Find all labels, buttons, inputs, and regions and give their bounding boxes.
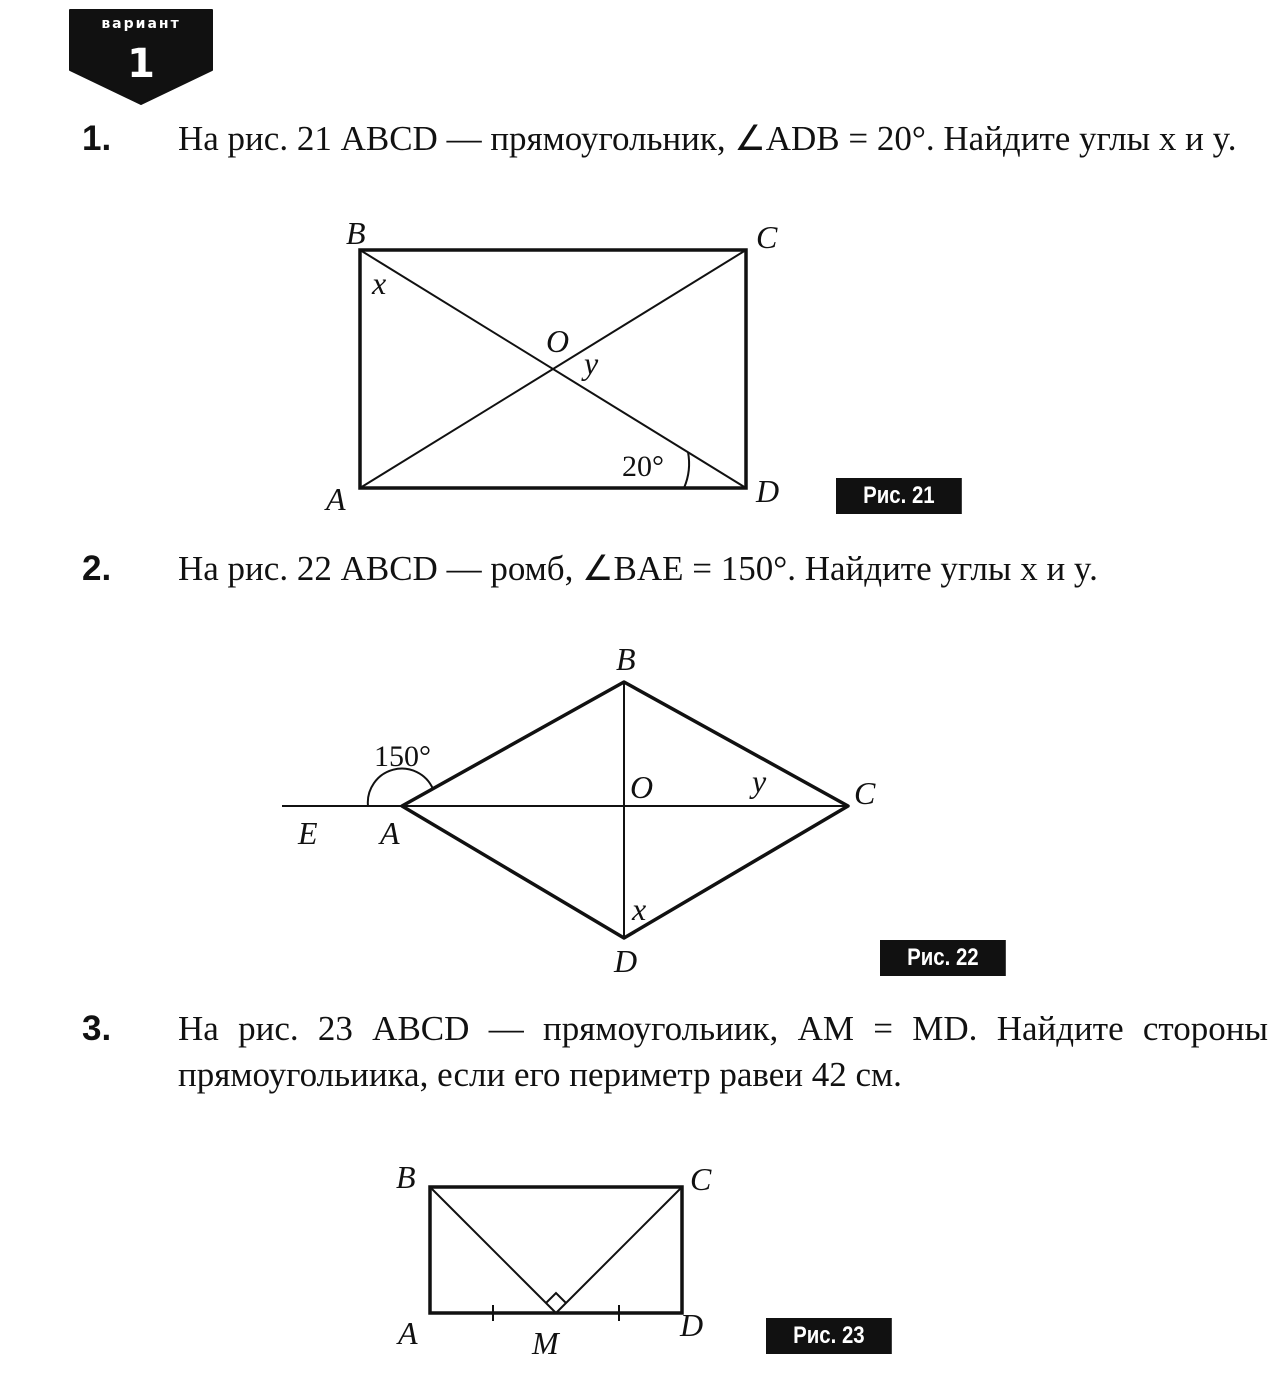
fig21-label-o: O <box>546 323 569 359</box>
problem-1-text: На рис. 21 ABCD — прямоугольник, ∠ADB = … <box>178 119 1237 158</box>
fig23-label-a: A <box>396 1315 418 1351</box>
figure-22 <box>282 680 850 940</box>
badge-number: 1 <box>127 41 155 87</box>
fig21-label-x: x <box>371 265 386 301</box>
fig22-angle-value: 150° <box>374 740 431 773</box>
fig23-segment-bm <box>429 1186 557 1314</box>
fig23-label-c: C <box>690 1161 712 1197</box>
fig23-label-d: D <box>679 1307 703 1343</box>
fig23-label-m: M <box>531 1325 561 1361</box>
fig22-label-a: A <box>378 815 400 851</box>
problem-3: 3. На рис. 23 ABCD — прямоугольиик, AM = … <box>82 1006 1268 1098</box>
fig22-label-b: B <box>616 641 636 677</box>
figure-23 <box>428 1185 684 1321</box>
variant-badge: вариант 1 <box>66 6 216 106</box>
fig21-angle-value: 20° <box>622 450 664 483</box>
figure-21-label: Рис. 21 <box>836 478 962 514</box>
fig21-diagonal-bd <box>359 249 747 489</box>
fig21-label-d: D <box>755 473 779 509</box>
problem-2-text: На рис. 22 ABCD — ромб, ∠BAE = 150°. Най… <box>178 549 1098 588</box>
fig21-label-y: y <box>581 345 599 381</box>
problem-1-number: 1. <box>82 119 112 158</box>
fig23-segment-cm <box>555 1186 683 1314</box>
fig22-angle-arc <box>366 767 434 807</box>
fig23-rectangle <box>428 1185 684 1315</box>
fig21-rectangle <box>358 248 748 490</box>
fig22-label-c: C <box>854 775 876 811</box>
fig22-label-d: D <box>613 943 637 979</box>
fig23-right-angle-mark <box>545 1291 567 1304</box>
fig21-label-a: A <box>324 481 346 517</box>
badge-shape <box>69 9 213 105</box>
fig21-angle-arc <box>683 451 691 489</box>
fig22-rhombus <box>400 680 850 940</box>
problem-3-text: На рис. 23 ABCD — прямоугольиик, AM = MD… <box>178 1009 1268 1094</box>
fig22-label-x: x <box>631 891 646 927</box>
fig21-label-c: C <box>756 219 778 255</box>
fig22-label-y: y <box>749 763 767 799</box>
fig22-label-e: E <box>297 815 318 851</box>
badge-word: вариант <box>101 16 181 32</box>
fig23-label-b: B <box>396 1159 416 1195</box>
fig21-label-b: B <box>346 215 366 251</box>
figure-23-label: Рис. 23 <box>766 1318 892 1354</box>
fig22-label-o: O <box>630 769 653 805</box>
problem-2-number: 2. <box>82 549 112 588</box>
problem-1: 1. На рис. 21 ABCD — прямоугольник, ∠ADB … <box>82 116 1268 162</box>
problem-3-number: 3. <box>82 1009 112 1048</box>
problem-2: 2. На рис. 22 ABCD — ромб, ∠BAE = 150°. Н… <box>82 546 1268 592</box>
fig21-diagonal-ac <box>359 249 747 489</box>
figure-22-label: Рис. 22 <box>880 940 1006 976</box>
figure-21 <box>358 248 748 490</box>
